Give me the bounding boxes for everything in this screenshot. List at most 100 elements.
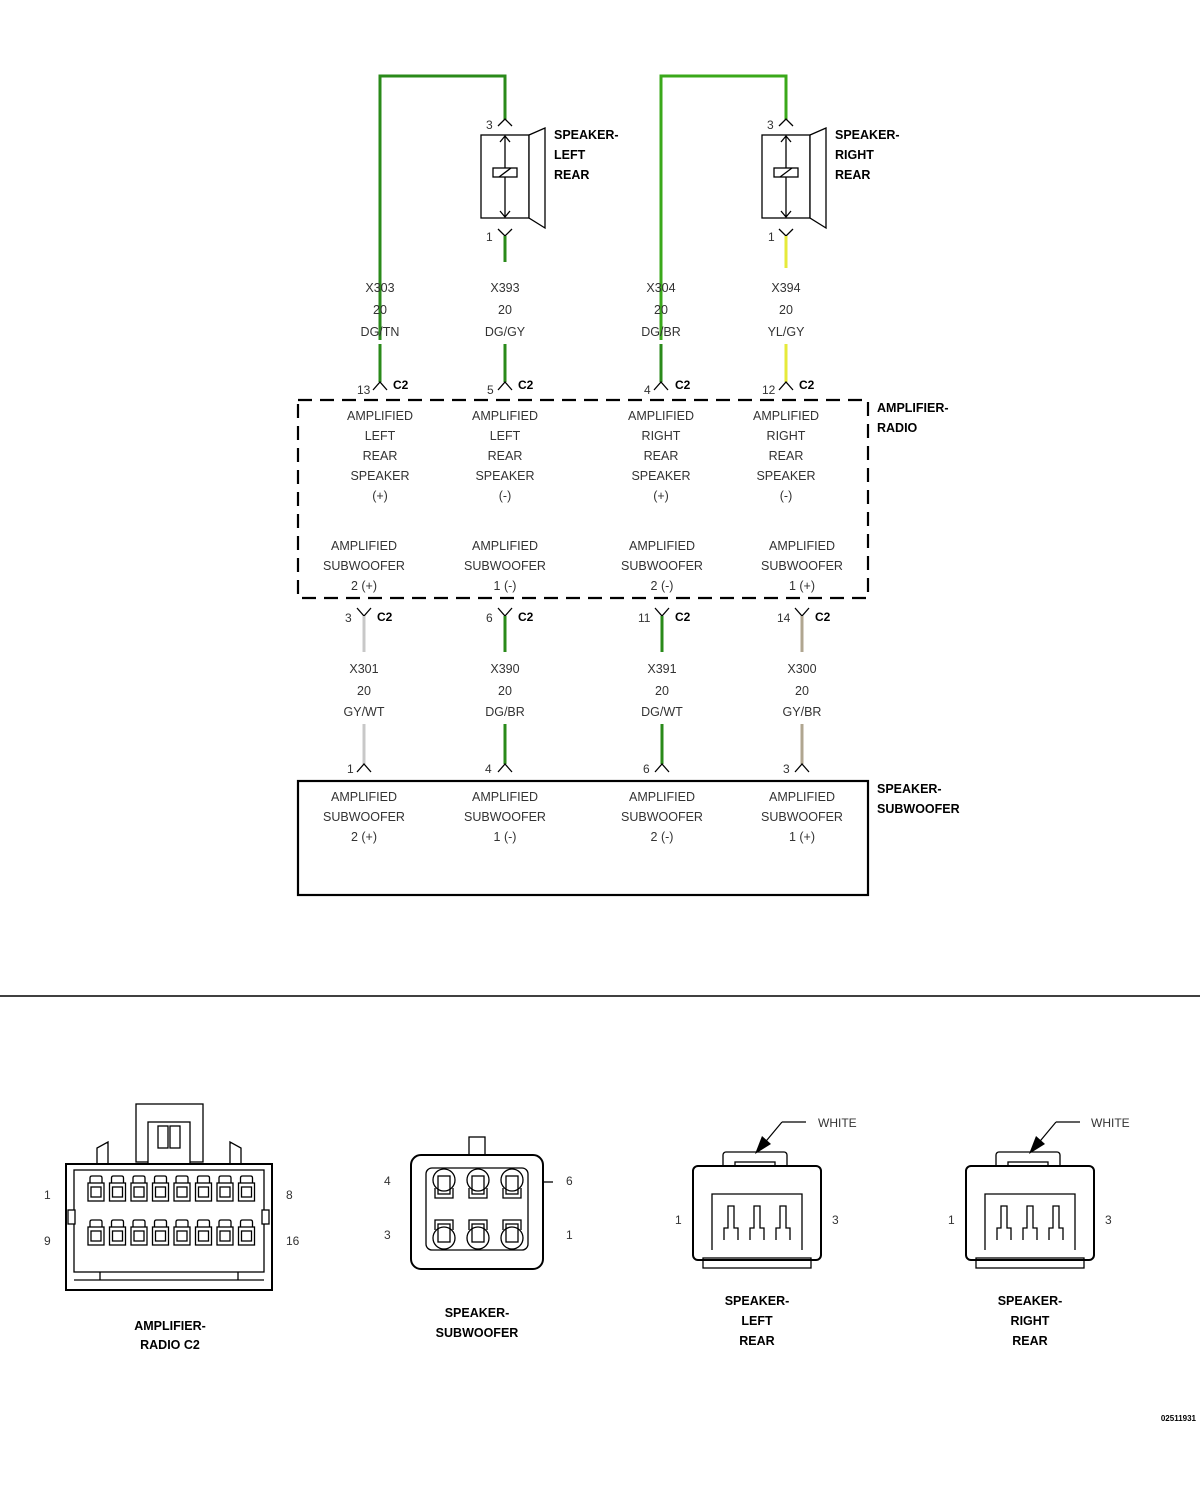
right-rear-name-3: REAR <box>1012 1334 1047 1348</box>
subwoofer-cavities <box>432 1168 524 1250</box>
wire-circuit-x391: X391 <box>647 662 676 676</box>
amplifier-upper-functions: AMPLIFIED LEFT REAR SPEAKER (+) AMPLIFIE… <box>347 409 819 503</box>
sub-fn-1-line-1: AMPLIFIED <box>331 790 397 804</box>
right-rear-pin-3: 3 <box>1105 1213 1112 1227</box>
speaker-left-rear-symbol: 3 1 SPEAKER- LEFT REAR <box>378 74 619 340</box>
sub-fn-3-line-2: SUBWOOFER <box>621 810 703 824</box>
amp-fn-4-line-5: (-) <box>780 489 793 503</box>
sub-view-pin-1: 1 <box>566 1228 573 1242</box>
amp-sub-2-line-3: 1 (-) <box>494 579 517 593</box>
amp-fn-1-line-1: AMPLIFIED <box>347 409 413 423</box>
lower-wire-segments-bottom <box>362 724 804 764</box>
amp-sub-1-line-3: 2 (+) <box>351 579 377 593</box>
amp-fn-3-line-5: (+) <box>653 489 669 503</box>
wire-color-x390: DG/BR <box>485 705 525 719</box>
sub-view-pin-3: 3 <box>384 1228 391 1242</box>
amp-lower-pins: 3 C2 6 C2 11 C2 14 C2 <box>345 607 831 625</box>
sub-pin-3: 3 <box>783 762 790 776</box>
amp-c2-cavity <box>216 1219 234 1246</box>
left-rear-name-2: LEFT <box>741 1314 773 1328</box>
amp-c2-pin-9-label: 9 <box>44 1234 51 1248</box>
right-rear-pin-1: 1 <box>948 1213 955 1227</box>
left-rear-name-1: SPEAKER- <box>725 1294 790 1308</box>
sub-pin-6: 6 <box>643 762 650 776</box>
speaker-left-name-1: SPEAKER- <box>554 128 619 142</box>
right-rear-name-2: RIGHT <box>1011 1314 1050 1328</box>
speaker-right-name-1: SPEAKER- <box>835 128 900 142</box>
amp-c2-cavity <box>237 1175 256 1202</box>
speaker-right-pin-top: 3 <box>767 118 774 132</box>
amp-fn-2-line-4: SPEAKER <box>475 469 534 483</box>
amp-fn-1-line-2: LEFT <box>365 429 396 443</box>
connector-view-left-rear: WHITE 1 3 SPEAKER- LEFT REAR <box>675 1116 857 1348</box>
sub-fn-2-line-1: AMPLIFIED <box>472 790 538 804</box>
amp-pin-12-connector: C2 <box>799 378 815 392</box>
amp-c2-cavity <box>87 1219 105 1246</box>
amp-pin-11-connector: C2 <box>675 610 691 624</box>
speaker-subwoofer-box <box>296 779 870 897</box>
subwoofer-pins: 1 4 6 3 <box>347 762 810 776</box>
amp-sub-4-line-3: 1 (+) <box>789 579 815 593</box>
amp-fn-2-line-2: LEFT <box>490 429 521 443</box>
amp-c2-pin-1-label: 1 <box>44 1188 51 1202</box>
amp-c2-cavity <box>194 1175 213 1202</box>
amp-fn-3-line-1: AMPLIFIED <box>628 409 694 423</box>
sub-view-name-2: SUBWOOFER <box>436 1326 519 1340</box>
lower-wire-labels: X301 20 GY/WT X390 20 DG/BR X391 20 DG/W… <box>344 662 822 719</box>
amp-c2-cavity <box>194 1219 213 1246</box>
amp-pin-6-connector: C2 <box>518 610 534 624</box>
amp-fn-4-line-3: REAR <box>769 449 804 463</box>
speaker-cavities <box>711 1193 803 1250</box>
amp-fn-2-line-1: AMPLIFIED <box>472 409 538 423</box>
amplifier-name-1: AMPLIFIER- <box>877 401 949 415</box>
amp-fn-3-line-3: REAR <box>644 449 679 463</box>
sub-view-pin-4: 4 <box>384 1174 391 1188</box>
amp-c2-pin-8-label: 8 <box>286 1188 293 1202</box>
wire-circuit-x304: X304 <box>646 281 675 295</box>
sub-pin-1: 1 <box>347 762 354 776</box>
subwoofer-name-1: SPEAKER- <box>877 782 942 796</box>
amp-fn-2-line-3: REAR <box>488 449 523 463</box>
wire-gauge-x301: 20 <box>357 684 371 698</box>
amp-pin-12: 12 <box>762 383 776 397</box>
speaker-right-pin-bottom: 1 <box>768 230 775 244</box>
sub-fn-1-line-3: 2 (+) <box>351 830 377 844</box>
amplifier-radio-box <box>296 398 870 600</box>
speaker-cavities <box>984 1193 1076 1250</box>
amp-fn-1-line-3: REAR <box>363 449 398 463</box>
amp-c2-cavity <box>151 1175 170 1202</box>
amp-sub-4-line-2: SUBWOOFER <box>761 559 843 573</box>
left-rear-name-3: REAR <box>739 1334 774 1348</box>
amp-c2-cavity <box>108 1219 127 1246</box>
amp-pin-14-connector: C2 <box>815 610 831 624</box>
amp-pin-5: 5 <box>487 383 494 397</box>
amp-fn-1-line-5: (+) <box>372 489 388 503</box>
amp-pin-13-connector: C2 <box>393 378 409 392</box>
amplifier-lower-functions: AMPLIFIED SUBWOOFER 2 (+) AMPLIFIED SUBW… <box>323 539 843 593</box>
wire-loop-left <box>378 74 507 340</box>
amp-fn-4-line-4: SPEAKER <box>756 469 815 483</box>
amp-fn-3-line-2: RIGHT <box>642 429 681 443</box>
amp-pin-6: 6 <box>486 611 493 625</box>
wire-gauge-x394: 20 <box>779 303 793 317</box>
upper-wire-segments <box>378 344 788 382</box>
speaker-right-name-3: REAR <box>835 168 870 182</box>
amp-pin-5-connector: C2 <box>518 378 534 392</box>
amp-pin-14: 14 <box>777 611 791 625</box>
amp-pin-4-connector: C2 <box>675 378 691 392</box>
wire-color-x301: GY/WT <box>344 705 385 719</box>
amp-sub-2-line-2: SUBWOOFER <box>464 559 546 573</box>
speaker-left-pin-top: 3 <box>486 118 493 132</box>
wire-gauge-x393: 20 <box>498 303 512 317</box>
sub-view-name-1: SPEAKER- <box>445 1306 510 1320</box>
speaker-left-name-3: REAR <box>554 168 589 182</box>
amplifier-name-2: RADIO <box>877 421 918 435</box>
amp-pin-4: 4 <box>644 383 651 397</box>
lower-wire-segments-top <box>362 616 804 652</box>
amp-fn-1-line-4: SPEAKER <box>350 469 409 483</box>
wire-color-x391: DG/WT <box>641 705 683 719</box>
amp-upper-pins: 13 C2 5 C2 4 C2 12 C2 <box>357 378 815 397</box>
wire-gauge-x391: 20 <box>655 684 669 698</box>
connector-view-subwoofer: 4 6 3 1 SPEAKER- SUBWOOFER <box>384 1136 573 1340</box>
